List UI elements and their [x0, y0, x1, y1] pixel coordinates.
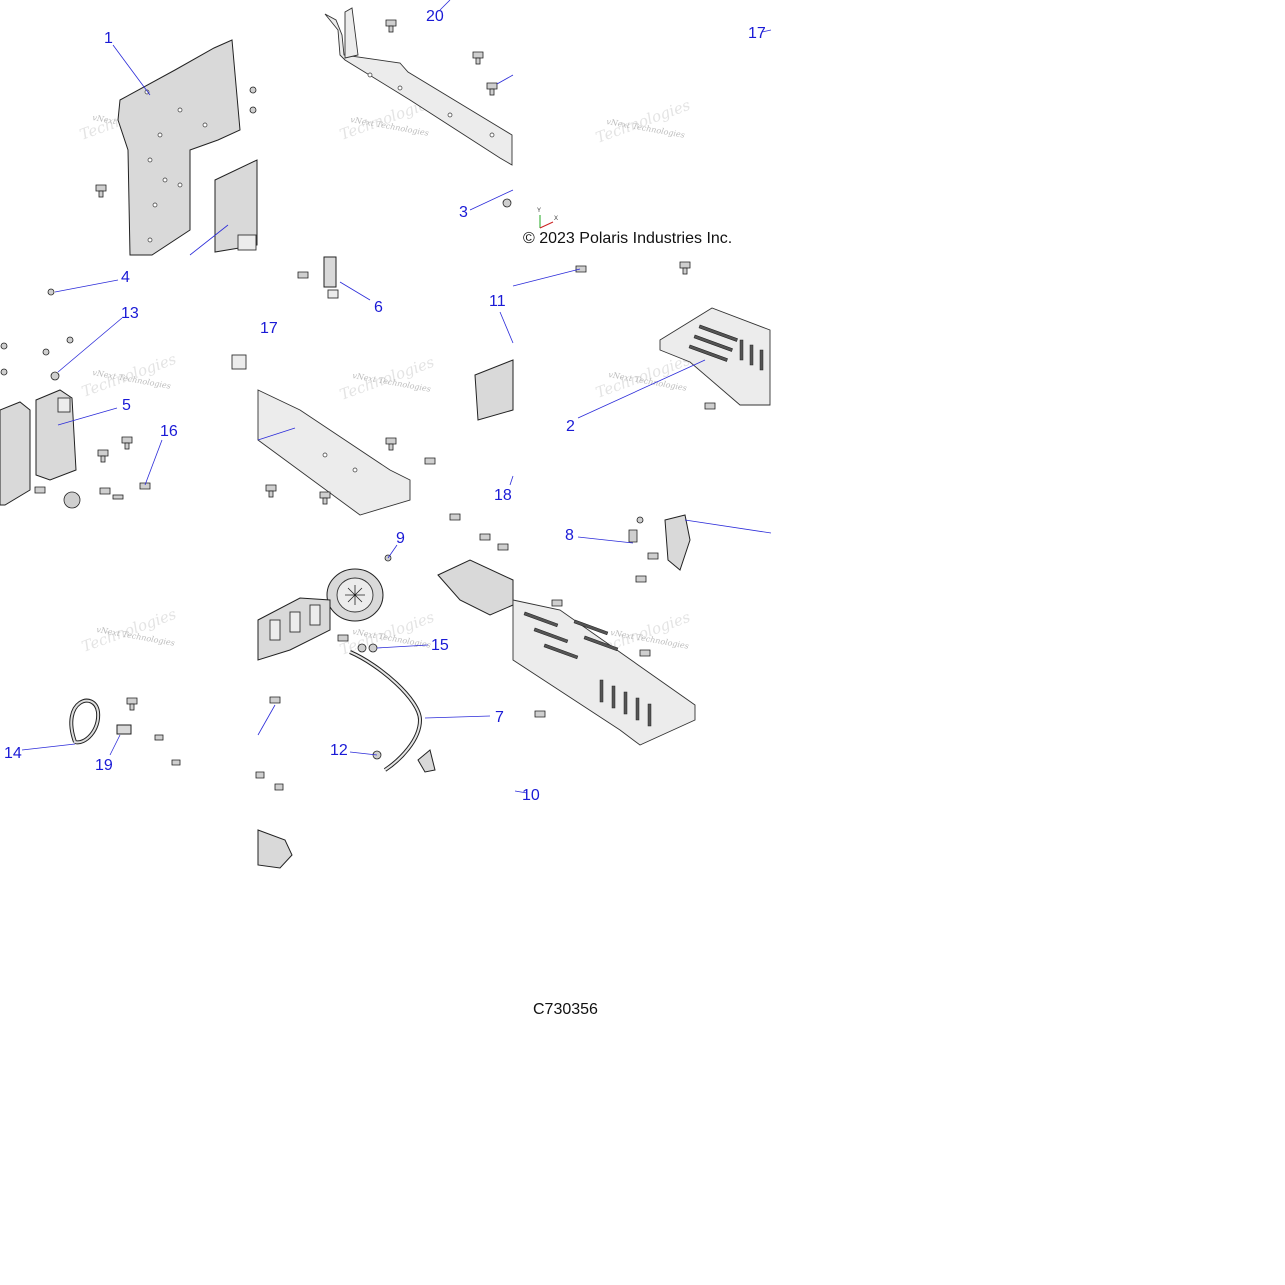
axis-y-label: Y	[537, 208, 541, 214]
bolt-group-f	[255, 513, 509, 791]
callout-18: 18	[494, 487, 512, 504]
connector-part-6	[323, 256, 339, 299]
drawing-number: C730356	[533, 1001, 598, 1018]
fuse-block-part	[257, 597, 331, 661]
callout-labels: 1 2 3 4 5 6 7 8 9 10 11 12 13 14 15 16 1…	[4, 8, 766, 804]
callout-4: 4	[121, 269, 130, 286]
axis-triad: Y X	[537, 208, 558, 229]
cable-tie-part-14	[69, 698, 101, 745]
tube-end-partial	[257, 829, 293, 869]
long-bracket-part-3	[324, 7, 513, 166]
callout-19: 19	[95, 757, 113, 774]
callout-11: 11	[489, 293, 506, 310]
bolt-group-b	[385, 19, 512, 208]
bolt-group-c	[0, 288, 151, 500]
callout-9: 9	[396, 530, 405, 547]
callout-14: 14	[4, 745, 22, 762]
horn-part-9	[326, 568, 384, 622]
callout-1: 1	[104, 30, 113, 47]
callout-7: 7	[495, 709, 504, 726]
copyright-text: © 2023 Polaris Industries Inc.	[523, 230, 732, 247]
axis-x-label: X	[554, 216, 558, 222]
bracket-part-1	[117, 39, 241, 256]
callout-6: 6	[374, 299, 383, 316]
callout-13: 13	[121, 305, 139, 322]
callout-8: 8	[565, 527, 574, 544]
fuse-block-partial	[474, 359, 514, 421]
clip-part-19	[116, 697, 181, 766]
callout-17-right: 17	[748, 25, 766, 42]
callout-12: 12	[330, 742, 348, 759]
bolt-group-d	[231, 271, 436, 505]
ecu-module-part-5	[0, 389, 81, 509]
skid-plate-part-2	[659, 307, 771, 406]
callout-16: 16	[160, 423, 178, 440]
flat-bracket-partial	[257, 389, 411, 516]
battery-cable-part-7	[349, 650, 436, 773]
bolt-group-a	[95, 86, 257, 198]
callout-17-mid: 17	[260, 320, 278, 337]
callout-15: 15	[431, 637, 449, 654]
module-bracket-partial	[437, 559, 514, 616]
callout-10: 10	[522, 787, 540, 804]
bolt-group-g	[534, 516, 659, 718]
callout-3: 3	[459, 204, 468, 221]
callout-5: 5	[122, 397, 131, 414]
skid-plate-lower	[512, 599, 696, 746]
module-partial-top	[214, 159, 258, 253]
callout-2: 2	[566, 418, 575, 435]
bracket-part-8	[664, 514, 691, 571]
callout-20: 20	[426, 8, 444, 25]
